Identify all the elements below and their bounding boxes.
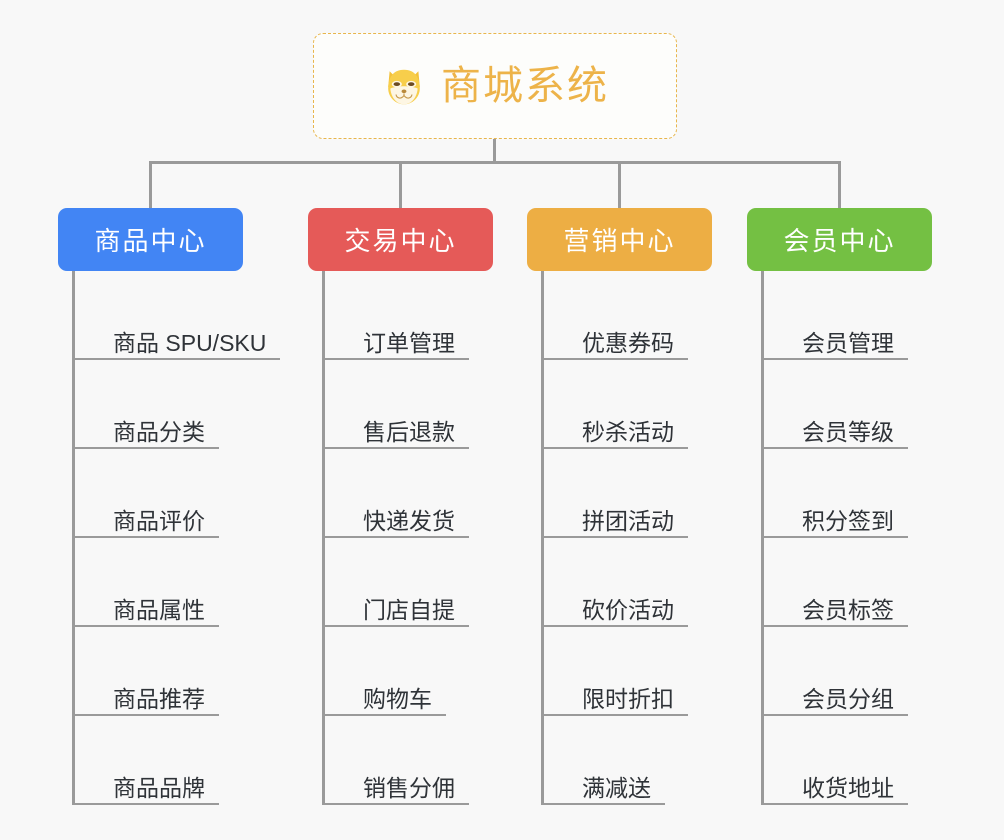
branch-column-2: 交易中心订单管理售后退款快递发货门店自提购物车销售分佣 [308, 208, 493, 805]
leaf-item[interactable]: 售后退款 [325, 360, 469, 449]
branch-column-1: 商品中心商品 SPU/SKU 商品分类商品评价商品属性商品推荐商品品牌 [58, 208, 280, 805]
leaf-item[interactable]: 订单管理 [325, 271, 469, 360]
leaf-underline [75, 358, 280, 360]
leaf-label: 商品 SPU/SKU [113, 329, 267, 356]
leaf-item[interactable]: 商品推荐 [75, 627, 266, 716]
leaf-underline [325, 536, 469, 538]
leaf-underline [75, 803, 219, 805]
leaf-label: 会员标签 [802, 596, 894, 623]
leaf-underline [75, 625, 219, 627]
leaf-underline [544, 447, 688, 449]
leaf-list: 会员管理会员等级积分签到会员标签会员分组收货地址 [761, 271, 908, 805]
leaf-item[interactable]: 商品 SPU/SKU [75, 271, 280, 360]
leaf-item[interactable]: 积分签到 [764, 449, 908, 538]
leaf-label: 售后退款 [363, 418, 455, 445]
leaf-label: 会员等级 [802, 418, 894, 445]
leaf-item[interactable]: 商品品牌 [75, 716, 266, 805]
leaf-label: 积分签到 [802, 507, 894, 534]
branch-column-4: 会员中心会员管理会员等级积分签到会员标签会员分组收货地址 [747, 208, 932, 805]
leaf-item[interactable]: 销售分佣 [325, 716, 469, 805]
leaf-underline [325, 447, 469, 449]
root-node[interactable]: 商城系统 [313, 33, 677, 139]
leaf-item[interactable]: 会员标签 [764, 538, 908, 627]
leaf-item[interactable]: 拼团活动 [544, 449, 688, 538]
leaf-underline [325, 803, 469, 805]
connector-horizontal-bar [149, 161, 841, 164]
leaf-underline [544, 536, 688, 538]
leaf-item[interactable]: 会员分组 [764, 627, 908, 716]
leaf-label: 满减送 [582, 774, 651, 801]
leaf-label: 限时折扣 [582, 685, 674, 712]
connector-root-stem [493, 139, 496, 163]
leaf-item[interactable]: 收货地址 [764, 716, 908, 805]
leaf-item[interactable]: 购物车 [325, 627, 455, 716]
root-label: 商城系统 [441, 64, 609, 108]
branch-column-3: 营销中心优惠券码秒杀活动拼团活动砍价活动限时折扣满减送 [527, 208, 712, 805]
leaf-underline [544, 625, 688, 627]
leaf-underline [764, 358, 908, 360]
leaf-underline [325, 358, 469, 360]
connector-drop-1 [149, 161, 152, 208]
leaf-underline [544, 803, 665, 805]
leaf-item[interactable]: 满减送 [544, 716, 674, 805]
leaf-label: 收货地址 [802, 774, 894, 801]
leaf-label: 购物车 [363, 685, 432, 712]
leaf-item[interactable]: 优惠券码 [544, 271, 688, 360]
leaf-underline [75, 447, 219, 449]
leaf-label: 砍价活动 [582, 596, 674, 623]
branch-header-1[interactable]: 商品中心 [58, 208, 243, 271]
leaf-item[interactable]: 商品属性 [75, 538, 266, 627]
branch-header-2[interactable]: 交易中心 [308, 208, 493, 271]
leaf-item[interactable]: 会员管理 [764, 271, 908, 360]
leaf-item[interactable]: 砍价活动 [544, 538, 688, 627]
leaf-label: 订单管理 [363, 329, 455, 356]
leaf-item[interactable]: 商品分类 [75, 360, 266, 449]
connector-drop-4 [838, 161, 841, 208]
leaf-label: 会员分组 [802, 685, 894, 712]
leaf-underline [325, 714, 446, 716]
leaf-label: 秒杀活动 [582, 418, 674, 445]
leaf-underline [325, 625, 469, 627]
leaf-underline [75, 536, 219, 538]
leaf-list: 订单管理售后退款快递发货门店自提购物车销售分佣 [322, 271, 469, 805]
leaf-label: 商品推荐 [113, 685, 205, 712]
leaf-item[interactable]: 门店自提 [325, 538, 469, 627]
shiba-dog-face-icon [381, 64, 427, 110]
connector-drop-2 [399, 161, 402, 208]
leaf-underline [544, 358, 688, 360]
leaf-label: 快递发货 [363, 507, 455, 534]
leaf-label: 销售分佣 [363, 774, 455, 801]
leaf-underline [764, 536, 908, 538]
leaf-item[interactable]: 快递发货 [325, 449, 469, 538]
branch-header-3[interactable]: 营销中心 [527, 208, 712, 271]
leaf-label: 优惠券码 [582, 329, 674, 356]
leaf-label: 商品分类 [113, 418, 205, 445]
leaf-label: 拼团活动 [582, 507, 674, 534]
leaf-label: 门店自提 [363, 596, 455, 623]
leaf-list: 商品 SPU/SKU 商品分类商品评价商品属性商品推荐商品品牌 [72, 271, 280, 805]
leaf-underline [764, 625, 908, 627]
leaf-underline [75, 714, 219, 716]
leaf-item[interactable]: 秒杀活动 [544, 360, 688, 449]
connector-drop-3 [618, 161, 621, 208]
leaf-list: 优惠券码秒杀活动拼团活动砍价活动限时折扣满减送 [541, 271, 688, 805]
leaf-label: 会员管理 [802, 329, 894, 356]
branch-header-4[interactable]: 会员中心 [747, 208, 932, 271]
leaf-item[interactable]: 会员等级 [764, 360, 908, 449]
leaf-underline [764, 714, 908, 716]
leaf-item[interactable]: 商品评价 [75, 449, 266, 538]
leaf-label: 商品品牌 [113, 774, 205, 801]
leaf-underline [764, 803, 908, 805]
leaf-underline [544, 714, 688, 716]
leaf-underline [764, 447, 908, 449]
leaf-label: 商品属性 [113, 596, 205, 623]
leaf-item[interactable]: 限时折扣 [544, 627, 688, 716]
leaf-label: 商品评价 [113, 507, 205, 534]
